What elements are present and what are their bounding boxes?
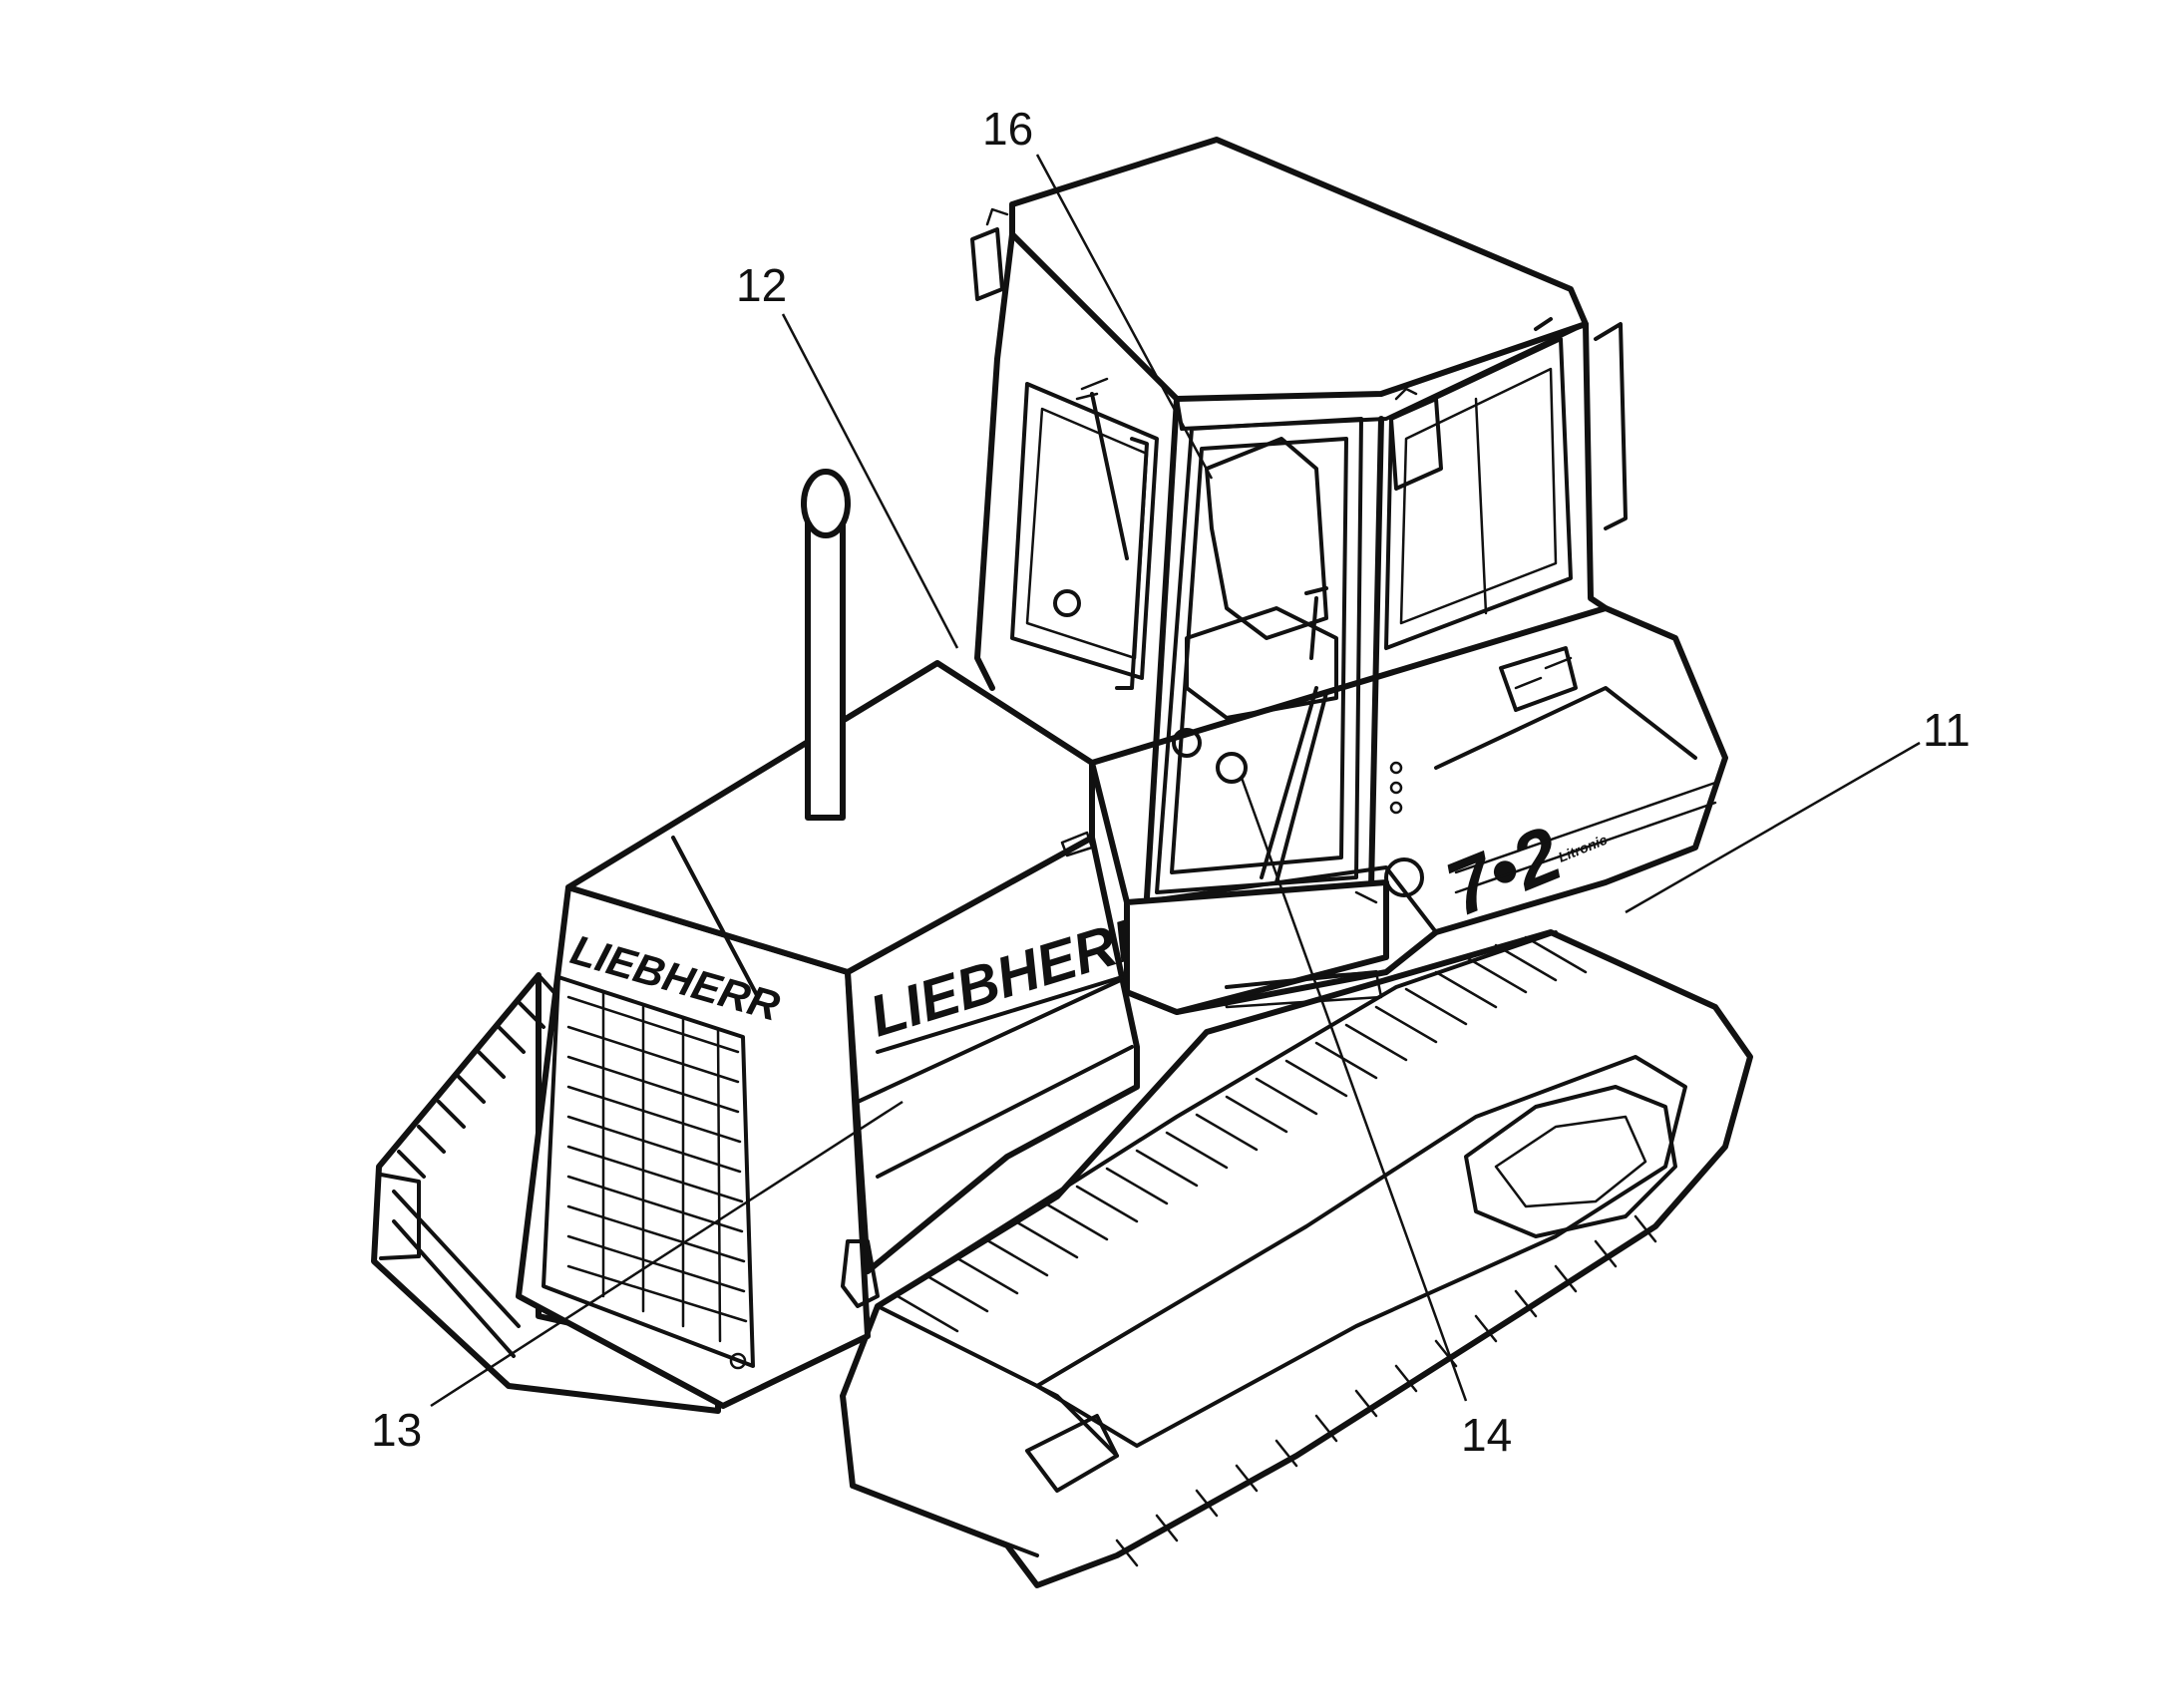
leader-14 xyxy=(1240,777,1468,1402)
leader-12 xyxy=(781,313,959,649)
callout-16: 16 xyxy=(982,103,1033,155)
callout-14: 14 xyxy=(1461,1409,1512,1461)
callout-leaders xyxy=(430,154,1921,1408)
leader-13 xyxy=(430,1100,904,1408)
right-track xyxy=(840,929,1753,1588)
callout-11: 11 xyxy=(1923,704,1971,756)
leader-11 xyxy=(1625,741,1921,914)
leader-16 xyxy=(1035,154,1214,480)
callout-12: 12 xyxy=(736,259,787,311)
operator-cab: 7•2 Litronic xyxy=(970,137,1728,1015)
exhaust-stack xyxy=(801,469,851,821)
callout-13: 13 xyxy=(371,1404,422,1456)
callout-labels: 11 12 13 14 16 xyxy=(371,103,1971,1461)
